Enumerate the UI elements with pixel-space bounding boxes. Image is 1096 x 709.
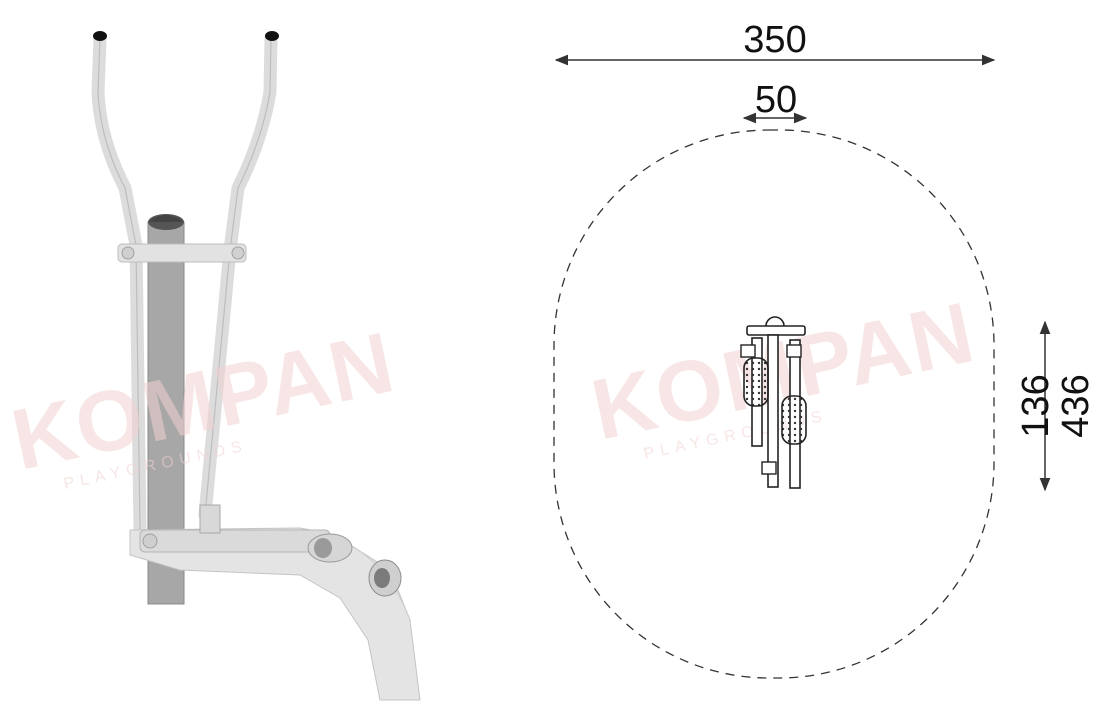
safety-zone-outline	[553, 129, 995, 679]
overall-depth-label: 436	[1055, 374, 1096, 437]
base-frame	[129, 527, 421, 701]
equipment-footprint	[740, 316, 807, 489]
watermark-right: KOMPAN PLAYGROUNDS	[584, 284, 983, 463]
left-grip	[93, 31, 107, 41]
right-grip	[265, 31, 279, 41]
left-pedal	[743, 357, 769, 407]
equipment-depth-label: 136	[1015, 374, 1057, 437]
equipment-width-label: 50	[755, 79, 797, 121]
right-pedal	[781, 395, 807, 445]
overall-width-label: 350	[743, 19, 806, 61]
elliptical-trainer-render	[91, 31, 421, 701]
pedal-bar	[139, 529, 331, 553]
upper-bracket	[117, 243, 247, 263]
